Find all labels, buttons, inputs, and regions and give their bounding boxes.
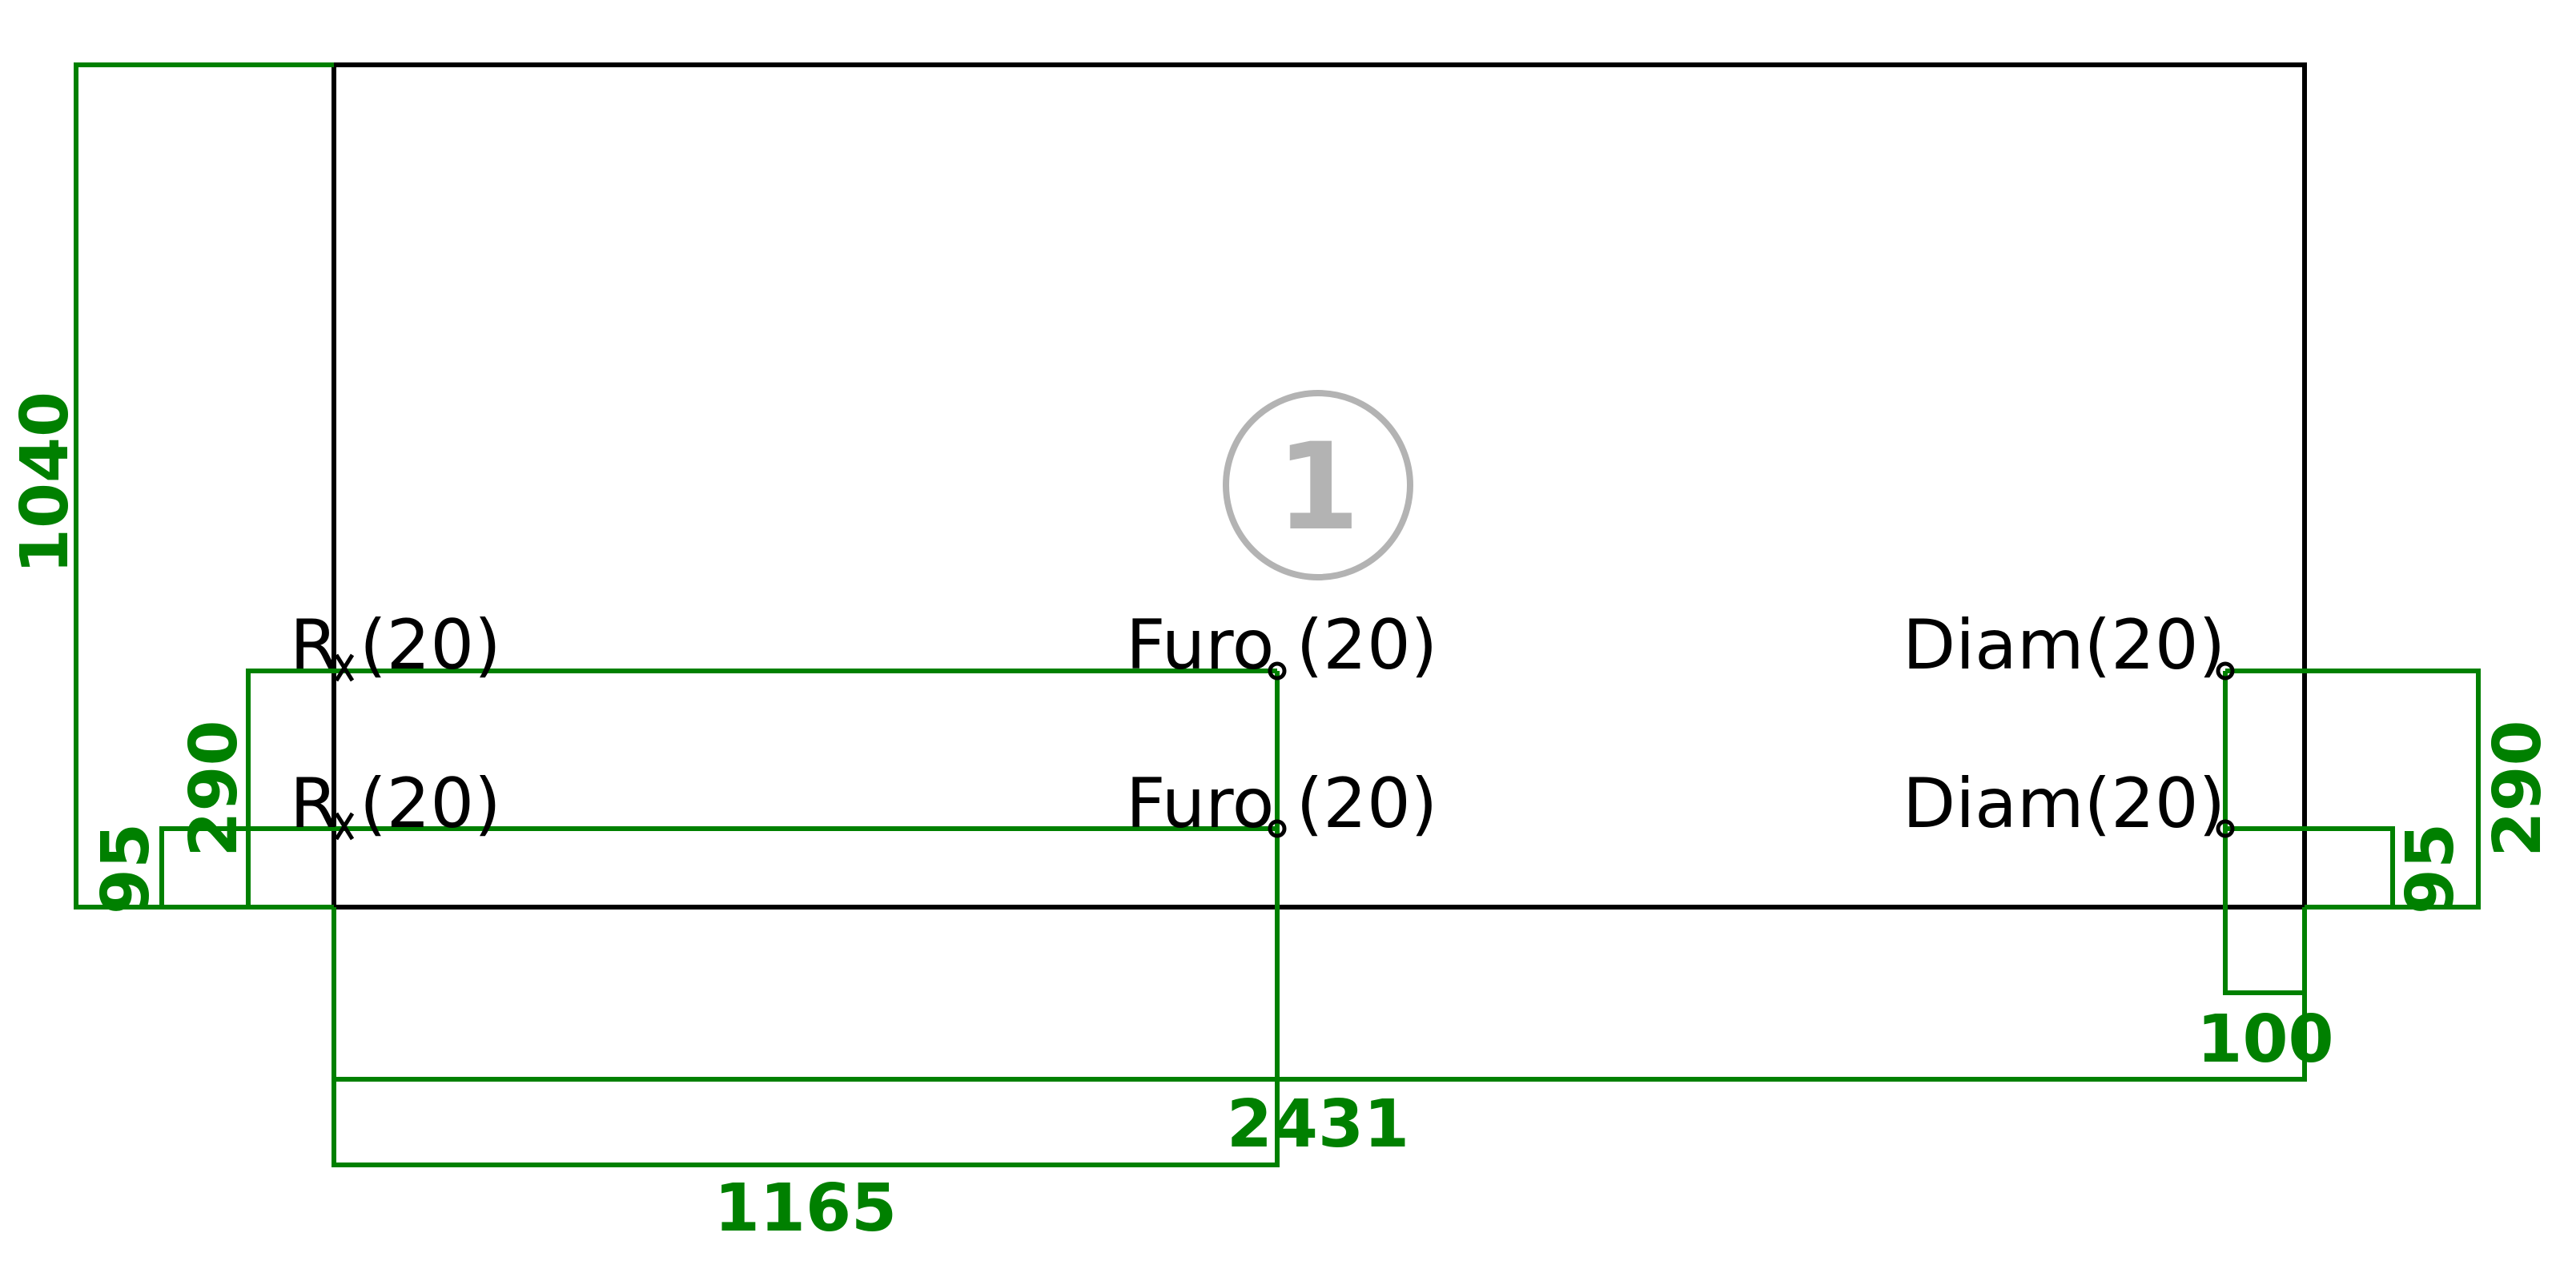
hole-x-dimension: 1165 — [332, 671, 1280, 1247]
mid-top-hole-label: Furo (20) — [1126, 605, 1437, 685]
right-low-dimension-label: 95 — [2393, 823, 2469, 914]
left-low-dimension-label: 95 — [88, 823, 164, 914]
mid-bottom-hole-marker — [1268, 819, 1287, 838]
height-dimension: 1040 — [7, 62, 334, 910]
right-offset-dimension: 100 — [2196, 671, 2334, 1078]
right-high-dimension: 290 — [2225, 669, 2556, 910]
right-bottom-hole-marker — [2216, 819, 2235, 838]
right-top-hole-label: Diam(20) — [1903, 605, 2225, 685]
width-dimension-label: 2431 — [1227, 1086, 1409, 1163]
right-offset-dimension-label: 100 — [2196, 1002, 2333, 1078]
left-low-dimension: 95 — [88, 823, 1277, 914]
mid-top-hole-marker — [1268, 661, 1287, 681]
left-high-dimension: 290 — [176, 669, 1277, 910]
left-top-hole-marker — [334, 653, 355, 682]
panel-number: 1 — [1276, 418, 1360, 557]
right-low-dimension: 95 — [2225, 823, 2469, 914]
panel-number-ring — [1223, 390, 1413, 580]
hole-x-dimension-label: 1165 — [714, 1171, 897, 1247]
right-top-hole-marker — [2216, 661, 2235, 681]
panel-number-badge: 1 — [1223, 390, 1413, 580]
left-high-dimension-line — [246, 669, 1277, 910]
panel-outline — [332, 62, 2307, 910]
width-dimension-line — [332, 907, 2307, 1082]
width-dimension: 2431 — [332, 907, 2307, 1163]
right-high-dimension-line — [2225, 669, 2481, 910]
left-high-dimension-label: 290 — [176, 720, 252, 857]
right-bottom-hole-label: Diam(20) — [1903, 764, 2225, 844]
hole-x-dimension-line — [332, 671, 1280, 1167]
left-low-dimension-line — [159, 826, 1277, 910]
right-high-dimension-label: 290 — [2480, 720, 2556, 857]
left-bottom-hole-label: R (20) — [290, 764, 501, 844]
right-low-dimension-line — [2225, 826, 2395, 910]
left-top-hole-label: R (20) — [290, 605, 501, 685]
height-dimension-label: 1040 — [7, 392, 83, 574]
left-bottom-hole-marker — [334, 812, 355, 841]
mid-bottom-hole-label: Furo (20) — [1126, 764, 1437, 844]
right-offset-dimension-line — [2223, 671, 2307, 995]
